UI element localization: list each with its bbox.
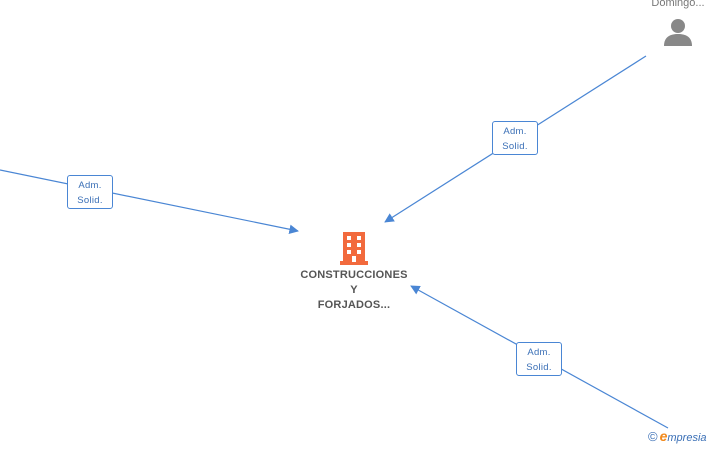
company-name-line1: CONSTRUCCIONES [300,269,408,281]
company-name-line2: Y [350,284,358,296]
company-node[interactable]: CONSTRUCCIONES Y FORJADOS... [288,230,420,313]
person-node[interactable]: Domingo... [630,0,726,47]
relation-type: Solid. [526,362,552,373]
company-name: CONSTRUCCIONES Y FORJADOS... [288,268,420,313]
relation-label-top-right[interactable]: Adm. Solid. [492,121,538,155]
edge-left-to-company [0,169,299,234]
relation-label-left[interactable]: Adm. Solid. [67,175,113,209]
company-name-line3: FORJADOS... [317,299,391,311]
person-icon [664,19,692,46]
building-icon [340,232,368,265]
person-name: Domingo... [651,0,705,9]
relation-type: Solid. [77,195,103,206]
empresia-logo: ©empresia [648,428,707,448]
copyright-symbol: © [648,429,658,444]
relation-label-bottom-right[interactable]: Adm. Solid. [516,342,562,376]
logo-text: mpresia [667,432,707,444]
relation-type: Solid. [502,141,528,152]
logo-initial: e [659,428,668,444]
relation-role: Adm. [503,126,527,137]
relation-role: Adm. [527,347,551,358]
relation-role: Adm. [78,180,102,191]
